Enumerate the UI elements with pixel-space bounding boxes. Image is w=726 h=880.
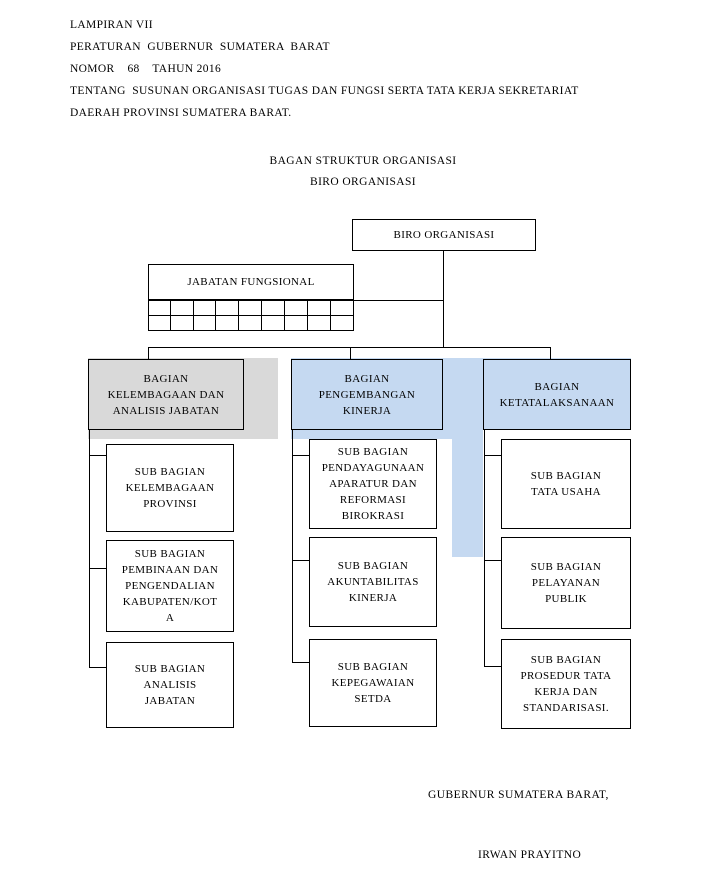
node-bagian-pengembangan-kinerja[interactable]: BAGIAN PENGEMBANGAN KINERJA [291,359,443,430]
jf-grid-cell[interactable] [215,314,240,331]
jf-grid-column [169,300,194,331]
node-biro-organisasi[interactable]: BIRO ORGANISASI [352,219,536,251]
jf-grid-cell[interactable] [148,314,171,331]
jf-grid-cell[interactable] [307,300,332,317]
connector-stub-1-2 [89,568,107,570]
connector-stub-3-1 [484,455,502,457]
connector-stub-3-3 [484,666,502,668]
node-sub-bagian-tata-usaha[interactable]: SUB BAGIAN TATA USAHA [501,439,631,529]
node-label: JABATAN FUNGSIONAL [187,276,315,288]
connector-drop-division-3 [550,347,552,359]
jf-grid-column [284,300,309,331]
node-label: BAGIAN KELEMBAGAAN DAN ANALISIS JABATAN [107,372,225,417]
jf-grid-column [307,300,332,331]
connector-drop-division-2 [350,347,352,359]
jf-grid-cell[interactable] [148,300,171,317]
connector-stub-2-3 [292,662,310,664]
jf-grid-cell[interactable] [215,300,240,317]
jf-grid-cell[interactable] [238,314,263,331]
jf-grid-cell[interactable] [261,300,286,317]
node-label: SUB BAGIAN TATA USAHA [530,470,602,498]
node-sub-bagian-prosedur-tata-kerja-standarisasi[interactable]: SUB BAGIAN PROSEDUR TATA KERJA DAN STAND… [501,639,631,729]
jf-grid-column [261,300,286,331]
connector-spine-division-3 [484,430,486,667]
connector-division-spine [148,347,551,349]
connector-root-vertical [443,251,445,347]
node-label: BIRO ORGANISASI [393,229,495,241]
connector-stub-1-3 [89,667,107,669]
chart-title-secondary: BIRO ORGANISASI [310,176,416,188]
node-sub-bagian-kelembagaan-provinsi[interactable]: SUB BAGIAN KELEMBAGAAN PROVINSI [106,444,234,532]
node-sub-bagian-pembinaan-pengendalian-kabupaten-kota[interactable]: SUB BAGIAN PEMBINAAN DAN PENGENDALIAN KA… [106,540,234,632]
signature-role: GUBERNUR SUMATERA BARAT, [428,789,609,801]
connector-stub-2-1 [292,455,310,457]
jf-grid-cell[interactable] [261,314,286,331]
node-jabatan-fungsional[interactable]: JABATAN FUNGSIONAL [148,264,354,300]
node-label: SUB BAGIAN AKUNTABILITAS KINERJA [327,560,419,604]
jf-grid-column [192,300,217,331]
node-label: SUB BAGIAN ANALISIS JABATAN [134,663,206,707]
header-line-lampiran: LAMPIRAN VII [70,19,153,31]
node-bagian-kelembagaan-analisis-jabatan[interactable]: BAGIAN KELEMBAGAAN DAN ANALISIS JABATAN [88,359,244,430]
node-sub-bagian-pelayanan-publik[interactable]: SUB BAGIAN PELAYANAN PUBLIK [501,537,631,629]
header-line-tentang-2: DAERAH PROVINSI SUMATERA BARAT. [70,107,292,119]
node-label: BAGIAN KETATALAKSANAAN [499,380,615,409]
node-bagian-ketatalaksanaan[interactable]: BAGIAN KETATALAKSANAAN [483,359,631,430]
node-sub-bagian-analisis-jabatan[interactable]: SUB BAGIAN ANALISIS JABATAN [106,642,234,728]
jf-grid-cell[interactable] [284,314,309,331]
jf-grid-cell[interactable] [284,300,309,317]
node-label: SUB BAGIAN PELAYANAN PUBLIK [530,561,602,605]
jf-grid-cell[interactable] [307,314,332,331]
jf-grid-column [329,300,355,331]
jf-grid-cell[interactable] [169,314,194,331]
jf-grid-cell[interactable] [192,300,217,317]
connector-stub-3-2 [484,560,502,562]
jf-grid-cell[interactable] [238,300,263,317]
jabatan-fungsional-grid [148,300,355,331]
connector-spine-division-2 [292,430,294,663]
jf-grid-cell[interactable] [192,314,217,331]
connector-jabatan-fungsional [354,300,444,302]
jf-grid-column [215,300,240,331]
node-label: SUB BAGIAN PEMBINAAN DAN PENGENDALIAN KA… [121,548,219,624]
document-header: LAMPIRAN VII PERATURAN GUBERNUR SUMATERA… [70,14,670,124]
node-sub-bagian-akuntabilitas-kinerja[interactable]: SUB BAGIAN AKUNTABILITAS KINERJA [309,537,437,627]
connector-stub-2-2 [292,560,310,562]
node-label: SUB BAGIAN KEPEGAWAIAN SETDA [331,661,415,705]
node-label: SUB BAGIAN KELEMBAGAAN PROVINSI [125,466,215,510]
jf-grid-column [148,300,171,331]
connector-stub-1-1 [89,455,107,457]
chart-title-primary: BAGAN STRUKTUR ORGANISASI [269,155,457,167]
jf-grid-cell[interactable] [329,314,355,331]
connector-spine-division-1 [89,430,91,667]
jf-grid-cell[interactable] [169,300,194,317]
header-line-peraturan: PERATURAN GUBERNUR SUMATERA BARAT [70,41,330,53]
jf-grid-column [238,300,263,331]
node-label: SUB BAGIAN PENDAYAGUNAAN APARATUR DAN RE… [321,446,425,522]
node-label: SUB BAGIAN PROSEDUR TATA KERJA DAN STAND… [520,654,612,714]
signature-name: IRWAN PRAYITNO [478,849,582,861]
connector-drop-division-1 [148,347,150,359]
node-sub-bagian-kepegawaian-setda[interactable]: SUB BAGIAN KEPEGAWAIAN SETDA [309,639,437,727]
node-sub-bagian-pendayagunaan-aparatur-reformasi-birokrasi[interactable]: SUB BAGIAN PENDAYAGUNAAN APARATUR DAN RE… [309,439,437,529]
jf-grid-cell[interactable] [329,300,355,317]
header-line-tentang-1: TENTANG SUSUNAN ORGANISASI TUGAS DAN FUN… [70,85,579,97]
backdrop-division-2-stem [452,358,483,557]
node-label: BAGIAN PENGEMBANGAN KINERJA [318,372,416,417]
header-line-nomor: NOMOR 68 TAHUN 2016 [70,63,222,75]
